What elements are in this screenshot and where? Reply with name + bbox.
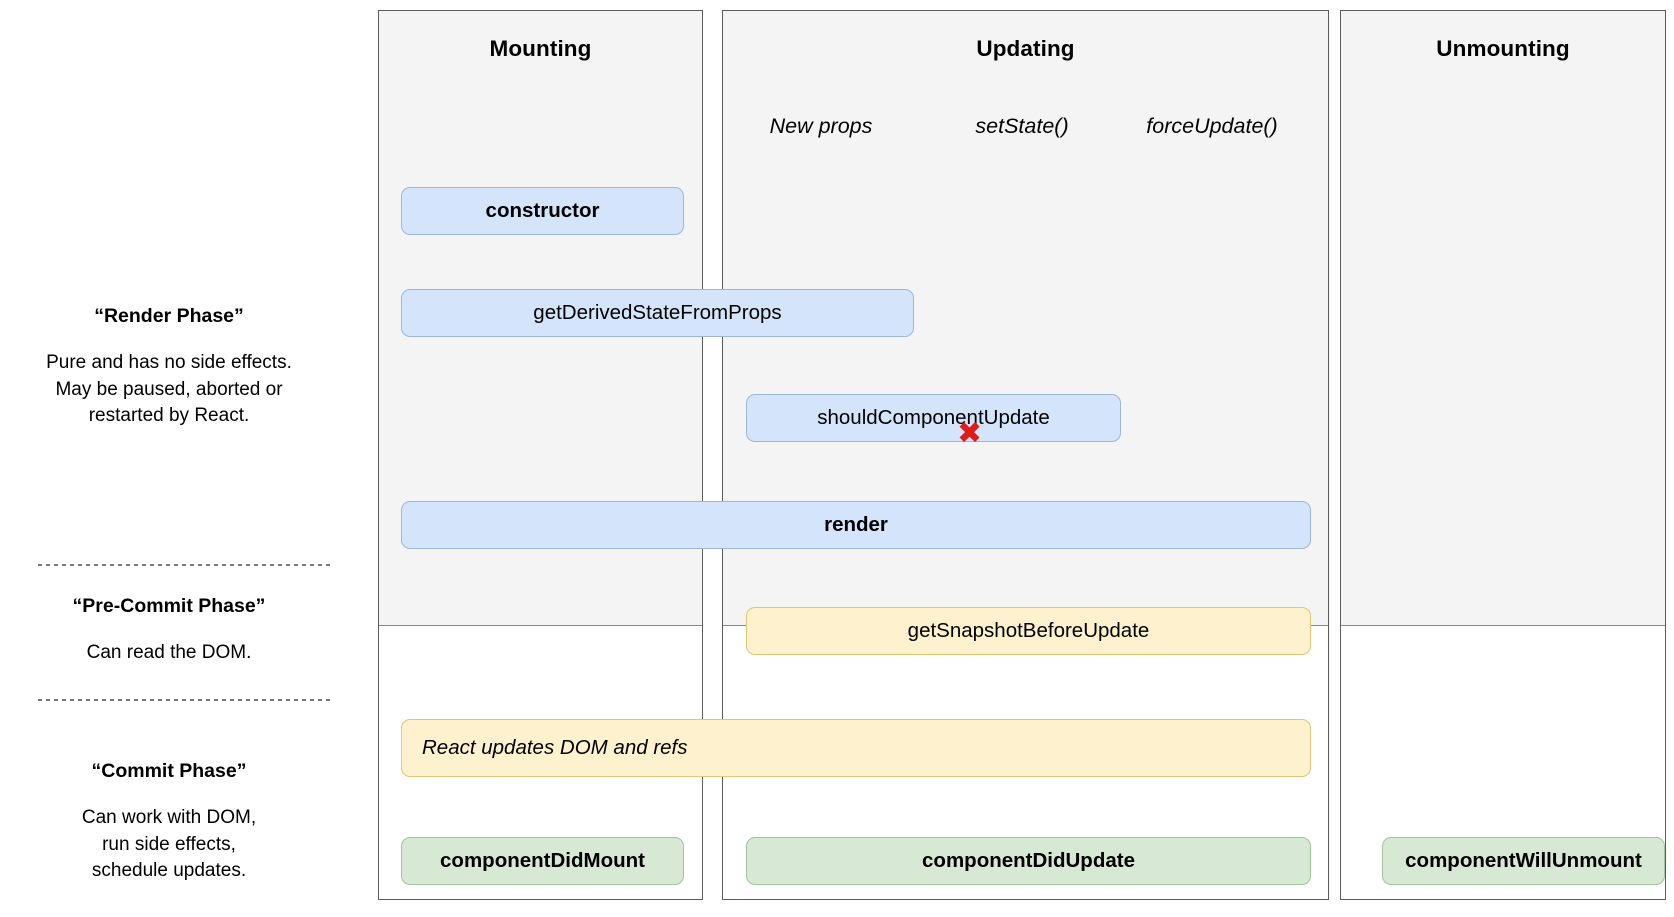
phase-pre-commit-title: “Pre-Commit Phase” bbox=[72, 595, 266, 617]
phase-commit-title: “Commit Phase” bbox=[91, 760, 247, 782]
phase-commit-line-2: run side effects, bbox=[102, 833, 236, 855]
phase-pre-commit-line-1: Can read the DOM. bbox=[86, 642, 252, 663]
node-render[interactable]: render bbox=[401, 501, 1311, 549]
node-component-did-mount[interactable]: componentDidMount bbox=[401, 837, 684, 885]
phase-commit-description: Can work with DOM, run side effects, sch… bbox=[4, 805, 334, 885]
column-title-unmounting: Unmounting bbox=[1436, 36, 1570, 61]
phase-render-description: Pure and has no side effects. May be pau… bbox=[4, 350, 334, 430]
panel-unmounting-render-shade bbox=[1341, 11, 1665, 626]
node-constructor[interactable]: constructor bbox=[401, 187, 684, 235]
trigger-new-props: New props bbox=[769, 114, 873, 138]
column-title-updating: Updating bbox=[976, 36, 1075, 61]
phase-pre-commit: “Pre-Commit Phase” Can read the DOM. bbox=[4, 595, 334, 667]
skip-render-x-icon: ✖ bbox=[957, 416, 983, 451]
node-component-did-update[interactable]: componentDidUpdate bbox=[746, 837, 1311, 885]
node-should-component-update[interactable]: shouldComponentUpdate bbox=[746, 394, 1121, 442]
node-component-will-unmount[interactable]: componentWillUnmount bbox=[1382, 837, 1665, 885]
trigger-set-state: setState() bbox=[975, 114, 1069, 138]
node-get-snapshot-before-update[interactable]: getSnapshotBeforeUpdate bbox=[746, 607, 1311, 655]
phase-commit-line-3: schedule updates. bbox=[91, 860, 247, 881]
phase-render-line-3: restarted by React. bbox=[88, 405, 250, 426]
phase-commit: “Commit Phase” Can work with DOM, run si… bbox=[4, 760, 334, 885]
node-get-derived-state-from-props[interactable]: getDerivedStateFromProps bbox=[401, 289, 914, 337]
phase-render-line-2: May be paused, aborted or bbox=[55, 378, 283, 400]
column-title-mounting: Mounting bbox=[489, 36, 592, 61]
phase-commit-line-1: Can work with DOM, bbox=[81, 807, 257, 828]
phase-render: “Render Phase” Pure and has no side effe… bbox=[4, 305, 334, 430]
trigger-force-update: forceUpdate() bbox=[1146, 114, 1278, 138]
phase-render-title: “Render Phase” bbox=[94, 305, 244, 327]
phase-render-line-1: Pure and has no side effects. bbox=[46, 352, 292, 373]
node-react-updates-dom-and-refs[interactable]: React updates DOM and refs bbox=[401, 719, 1311, 777]
phase-pre-commit-description: Can read the DOM. bbox=[4, 640, 334, 667]
